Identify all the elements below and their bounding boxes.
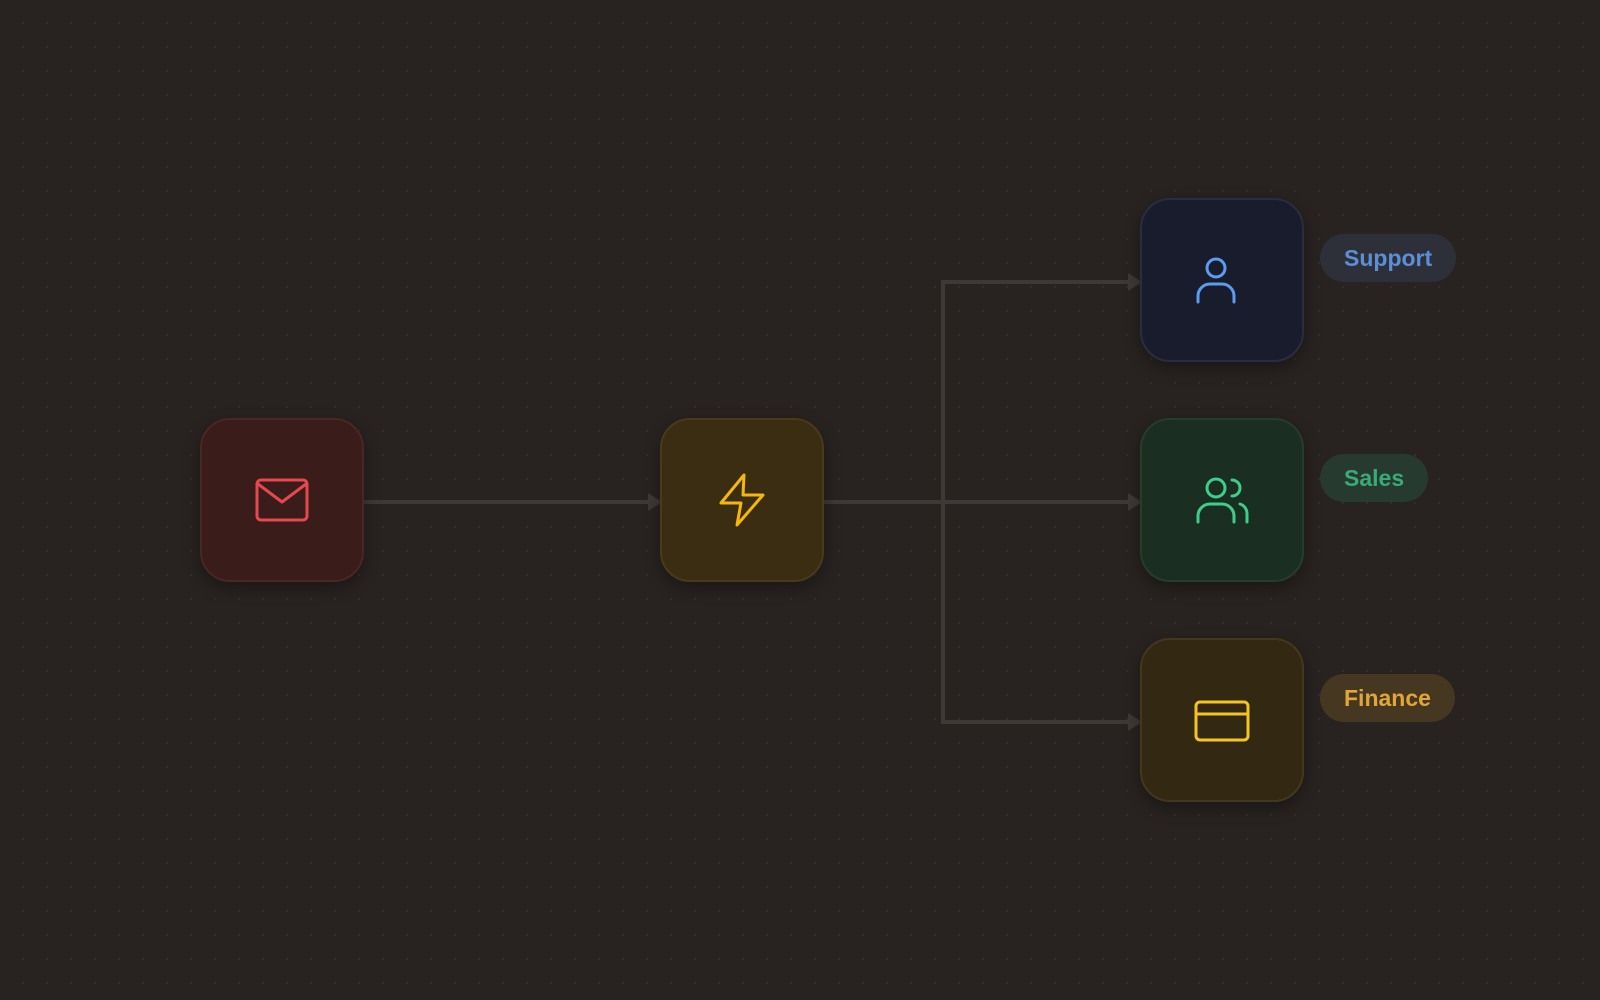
support-node[interactable] xyxy=(1140,198,1304,362)
users-icon xyxy=(1196,477,1249,524)
arrowhead-finance xyxy=(1128,713,1142,731)
arrowhead-support xyxy=(1128,273,1142,291)
sales-label-text: Sales xyxy=(1344,464,1405,491)
finance-label-text: Finance xyxy=(1344,684,1431,711)
sales-node[interactable] xyxy=(1140,418,1304,582)
support-label: Support xyxy=(1320,234,1457,282)
email-node[interactable] xyxy=(200,418,364,582)
finance-node[interactable] xyxy=(1140,638,1304,802)
connector-branch-to-finance xyxy=(941,502,1132,724)
connector-branch-to-support xyxy=(941,280,1132,502)
trigger-node[interactable] xyxy=(660,418,824,582)
finance-label: Finance xyxy=(1320,674,1455,722)
sales-label: Sales xyxy=(1320,454,1429,502)
lightning-bolt-icon xyxy=(719,473,765,527)
support-label-text: Support xyxy=(1344,244,1433,271)
credit-card-icon xyxy=(1194,700,1250,742)
user-icon xyxy=(1196,257,1236,304)
connectors xyxy=(364,280,1132,724)
arrowheads xyxy=(648,273,1142,731)
arrowhead-trigger xyxy=(648,493,662,511)
arrowhead-sales xyxy=(1128,493,1142,511)
mail-icon xyxy=(255,478,309,522)
